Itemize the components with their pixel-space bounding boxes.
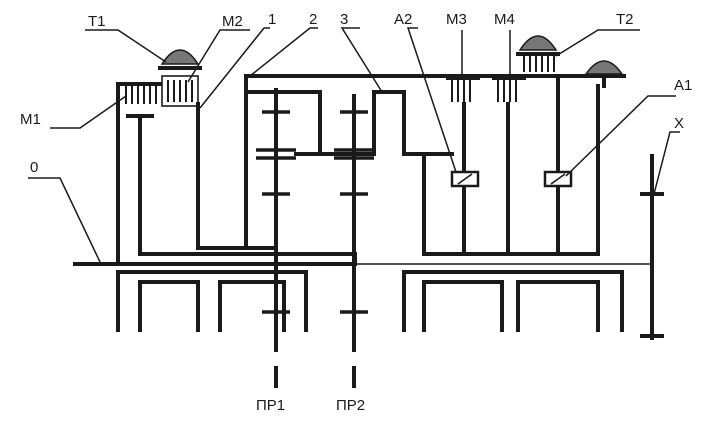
label-m1: М1 <box>20 111 41 128</box>
label-pr2: ПР2 <box>336 397 365 414</box>
brake-t1 <box>158 49 202 107</box>
label-3: 3 <box>340 11 348 28</box>
output-shaft-x <box>640 154 664 340</box>
label-x: Х <box>674 115 684 132</box>
label-a2: А2 <box>394 11 412 28</box>
planetary-pr2 <box>334 94 374 388</box>
label-0: 0 <box>30 159 38 176</box>
label-t2: Т2 <box>616 11 634 28</box>
clutch-m1 <box>116 82 162 266</box>
freewheel-a2 <box>450 152 480 188</box>
label-t1: Т1 <box>88 13 106 30</box>
label-pr1: ПР1 <box>256 397 285 414</box>
leader-lines <box>28 27 680 263</box>
label-m3: М3 <box>446 11 467 28</box>
label-m2: М2 <box>222 13 243 30</box>
label-a1: А1 <box>674 77 692 94</box>
freewheel-a1 <box>543 74 573 188</box>
label-2: 2 <box>309 11 317 28</box>
member-2 <box>244 74 606 250</box>
label-1: 1 <box>268 11 276 28</box>
member-1 <box>196 102 278 250</box>
member-3 <box>244 90 454 156</box>
planetary-pr1 <box>256 88 296 388</box>
label-m4: М4 <box>494 11 515 28</box>
lower-housing <box>116 270 624 332</box>
clutch-m4 <box>492 76 526 256</box>
output-rail <box>422 84 600 256</box>
brake-t2 <box>516 35 626 78</box>
